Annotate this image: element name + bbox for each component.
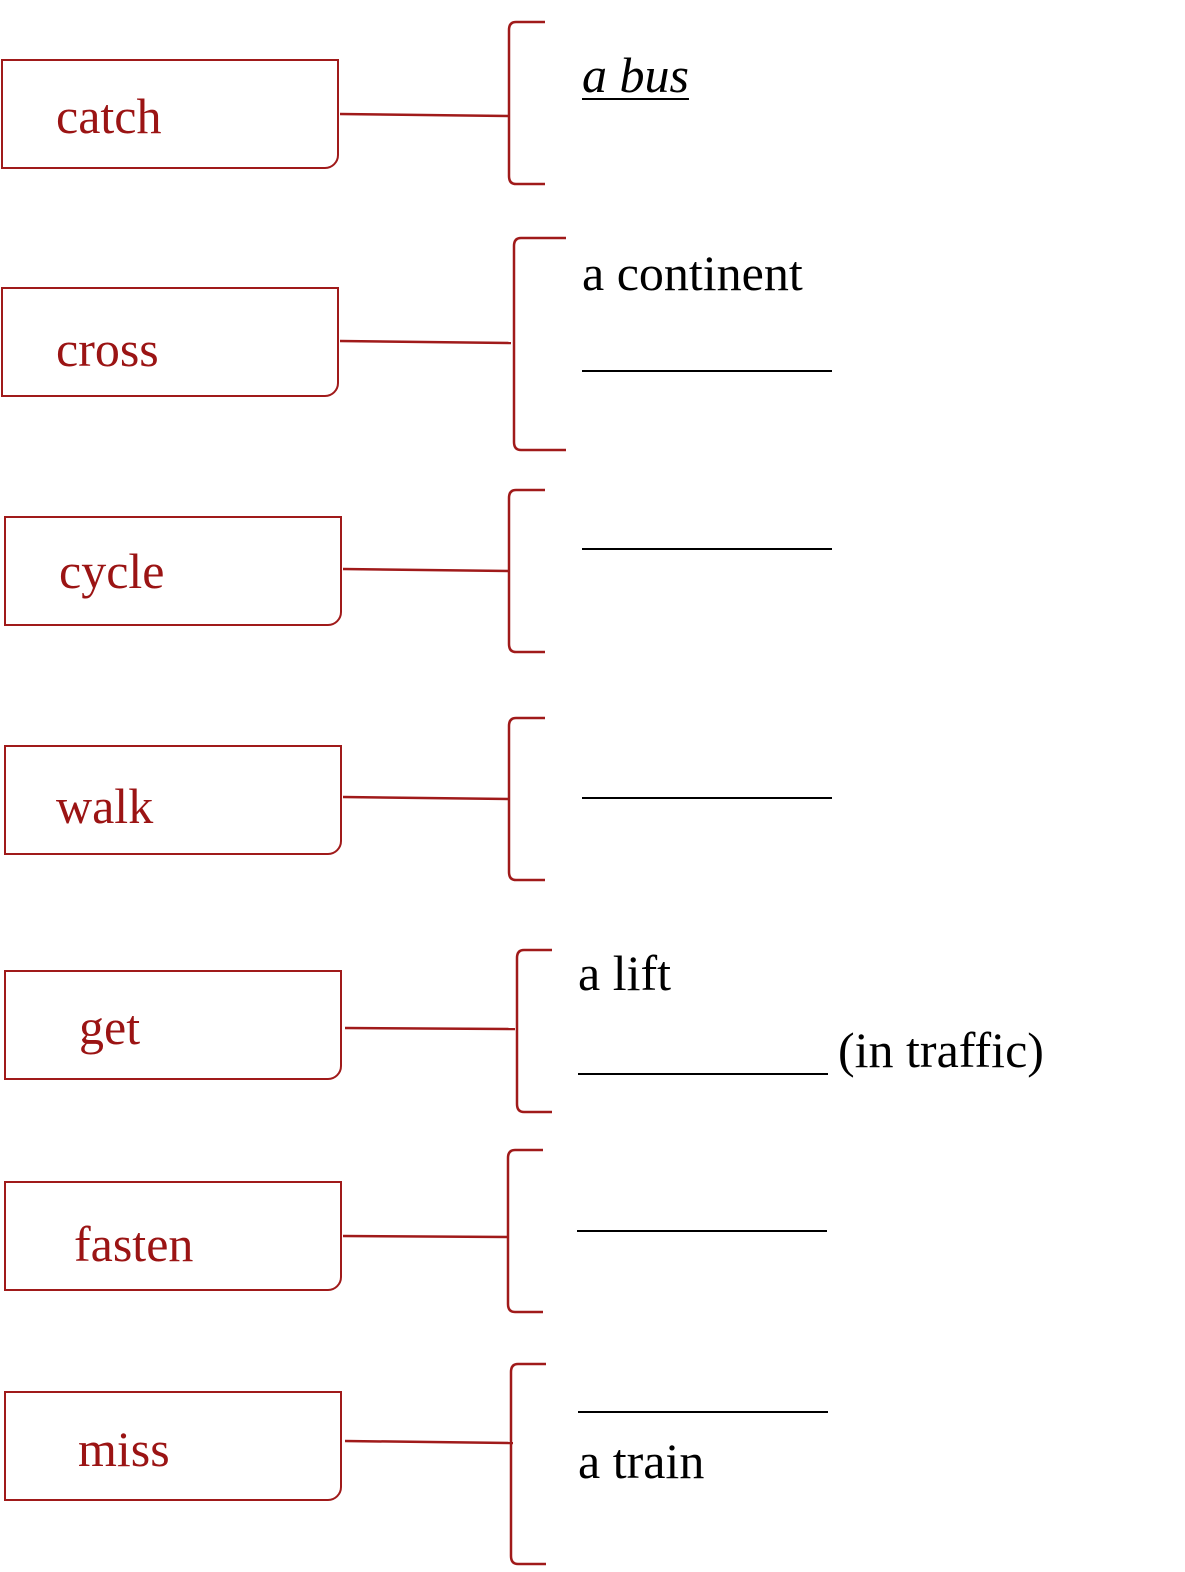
connector-line — [344, 1026, 516, 1031]
answer-blank[interactable] — [582, 370, 832, 372]
bracket — [507, 716, 545, 882]
connector-line — [342, 567, 510, 573]
verb-label: walk — [56, 778, 154, 834]
verb-box-walk: walk — [4, 745, 342, 855]
bracket — [509, 1362, 546, 1566]
answer-blank[interactable] — [577, 1230, 827, 1232]
bracket — [507, 20, 545, 186]
verb-box-cycle: cycle — [4, 516, 342, 626]
verb-label: cycle — [59, 543, 165, 599]
verb-box-fasten: fasten — [4, 1181, 342, 1291]
bracket — [512, 236, 566, 452]
answer-blank[interactable] — [582, 797, 832, 799]
verb-label: miss — [78, 1421, 170, 1477]
example-answer: a bus — [582, 47, 689, 103]
connector-line — [344, 1439, 514, 1445]
verb-label: fasten — [74, 1216, 194, 1272]
collocation-text: a train — [578, 1433, 705, 1489]
connector-line — [342, 795, 510, 801]
bracket — [506, 1148, 543, 1314]
connector-line — [339, 112, 509, 118]
answer-blank[interactable] — [582, 548, 832, 550]
answer-blank[interactable] — [578, 1411, 828, 1413]
verb-label: cross — [56, 321, 159, 377]
bracket — [507, 488, 545, 654]
collocation-text: a lift — [578, 945, 672, 1001]
verb-box-miss: miss — [4, 1391, 342, 1501]
blank-hint: (in traffic) — [838, 1022, 1044, 1078]
verb-box-cross: cross — [1, 287, 339, 397]
collocation-text: a continent — [582, 245, 803, 301]
verb-label: get — [79, 999, 141, 1055]
verb-box-get: get — [4, 970, 342, 1080]
verb-label: catch — [56, 88, 162, 144]
connector-line — [342, 1234, 510, 1239]
connector-line — [339, 339, 512, 345]
verb-box-catch: catch — [1, 59, 339, 169]
answer-blank[interactable] — [578, 1073, 828, 1075]
bracket — [515, 948, 552, 1114]
